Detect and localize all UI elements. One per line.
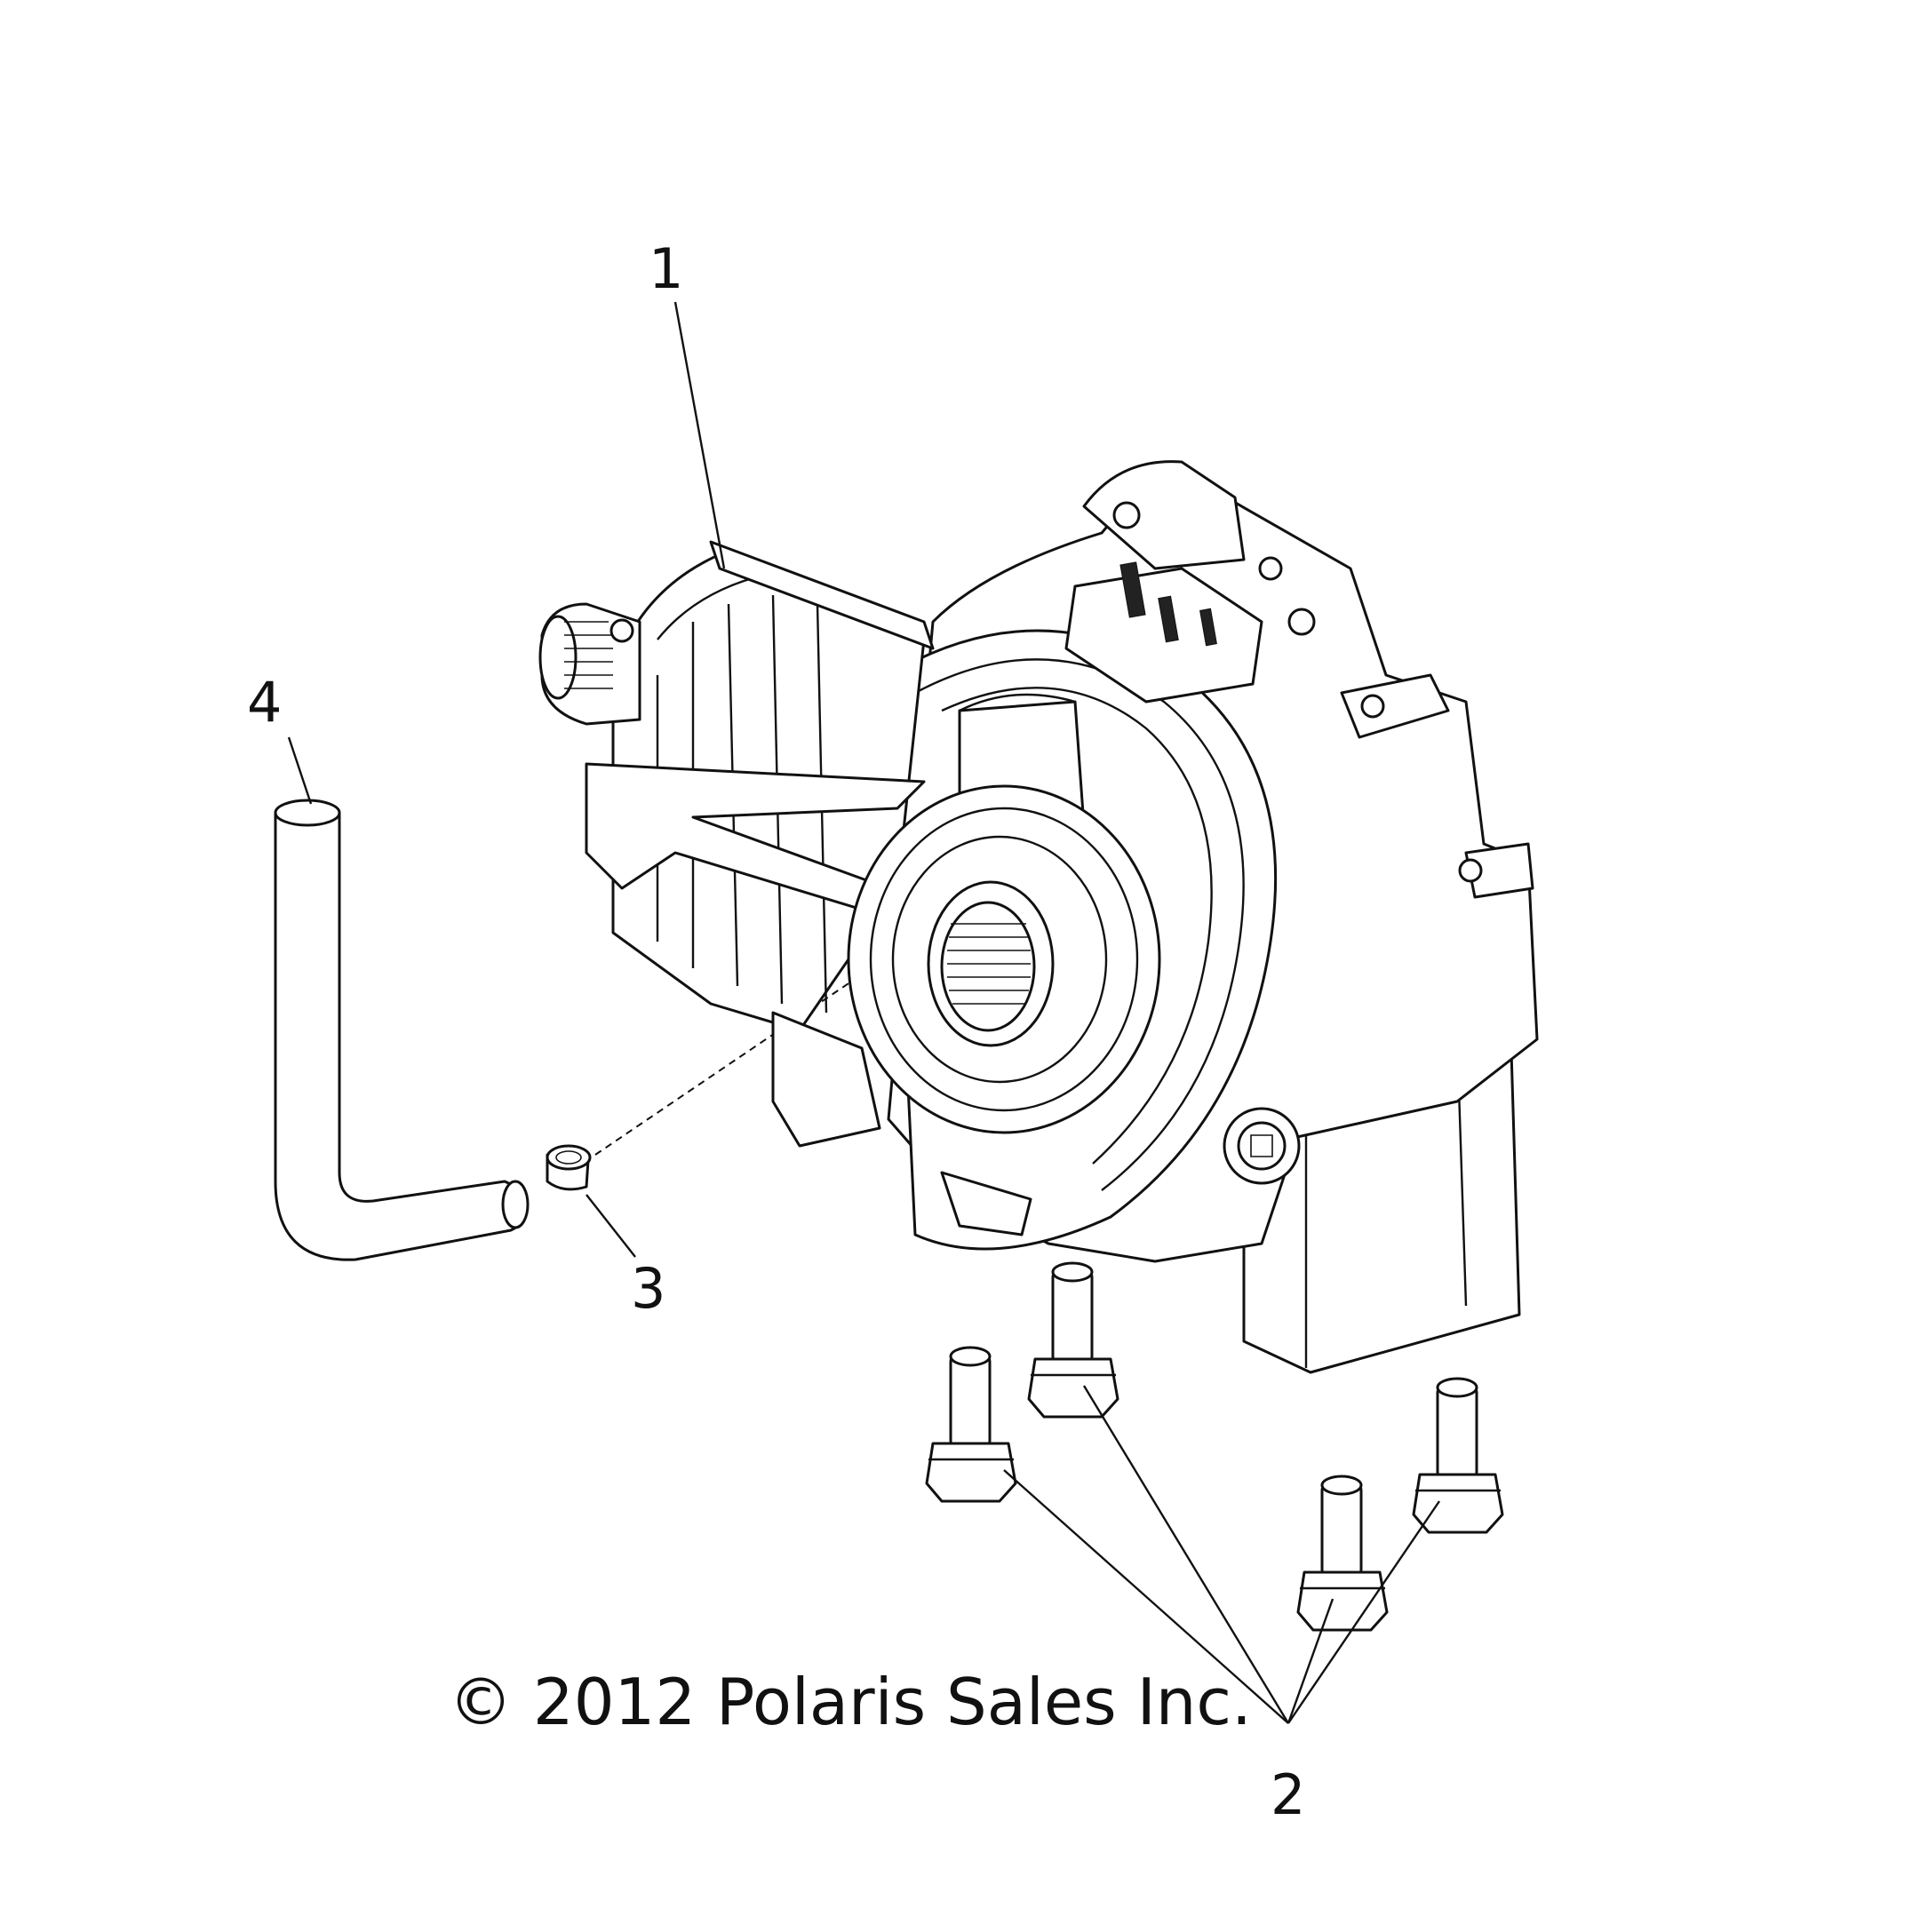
flange-bolt-icon: [1412, 1377, 1504, 1534]
flange-bolt-icon: [1027, 1261, 1119, 1419]
flange-bolt-icon: [1296, 1475, 1389, 1632]
flange-bolt-icon: [925, 1346, 1017, 1503]
callout-4: 4: [247, 670, 283, 735]
callout-2: 2: [1271, 1762, 1306, 1827]
gearcase-housing-icon: [538, 460, 1539, 1374]
plug-icon: [546, 1144, 592, 1191]
copyright-notice: © 2012 Polaris Sales Inc.: [449, 1665, 1252, 1739]
callout-3: 3: [631, 1256, 666, 1321]
callout-1: 1: [649, 236, 684, 301]
leader-lines: [287, 301, 1440, 1724]
vent-hose-icon: [274, 799, 530, 1261]
